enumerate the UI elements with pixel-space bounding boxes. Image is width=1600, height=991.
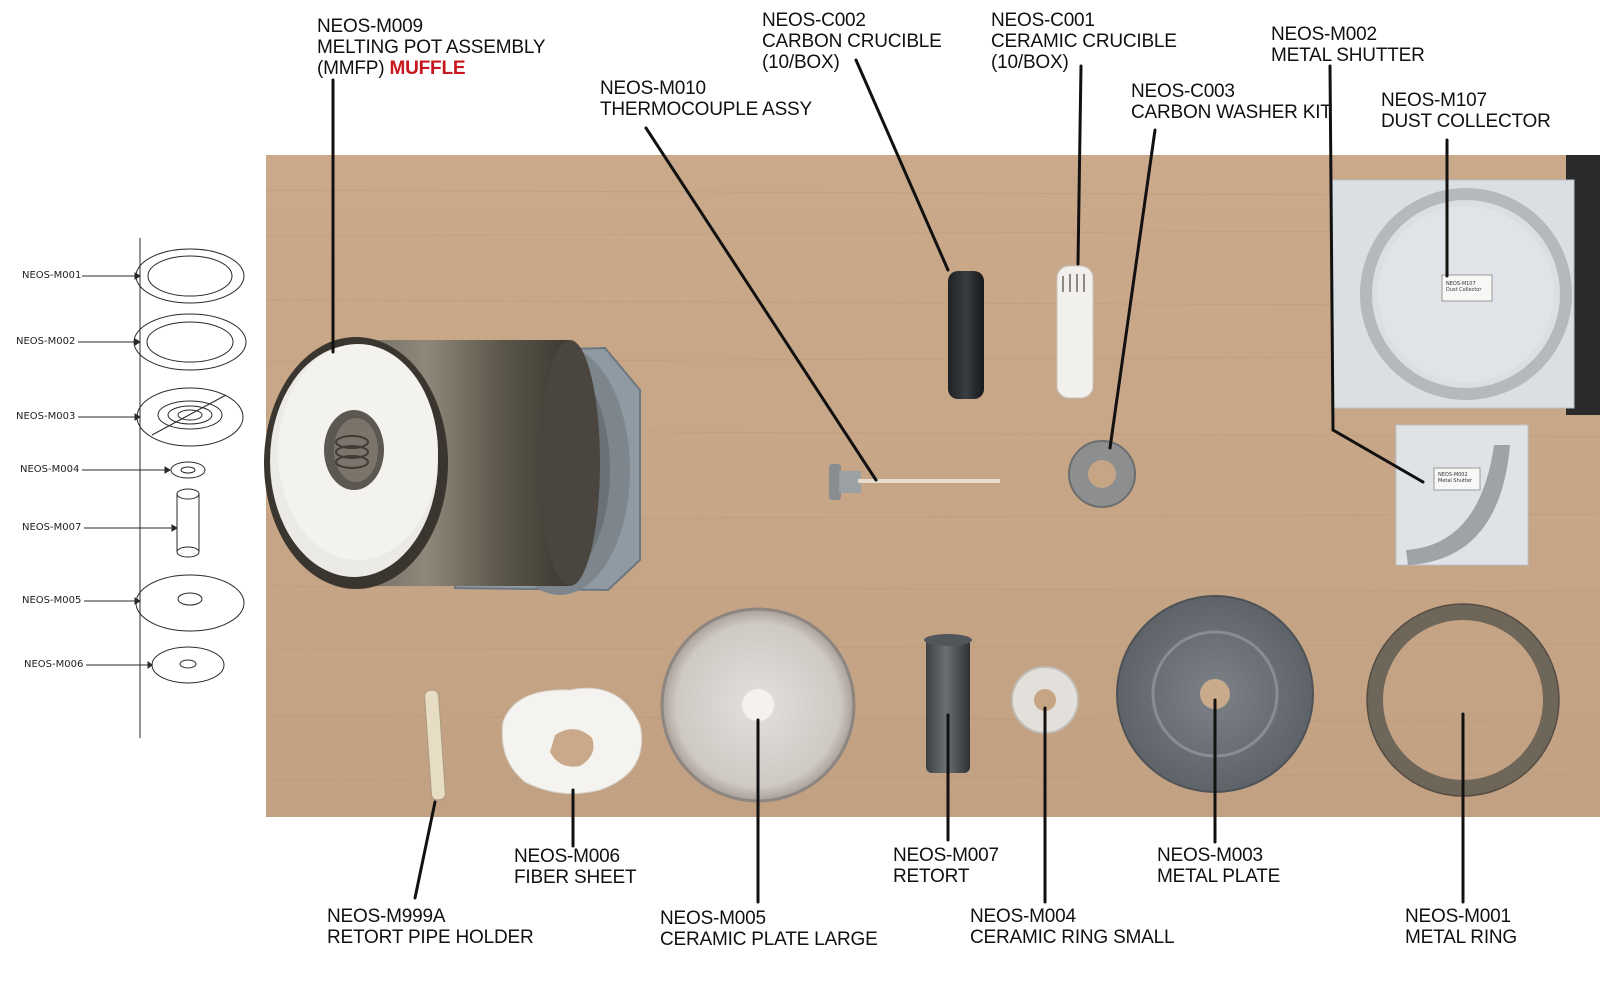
- ceramic-ring-small-photo: [1011, 666, 1079, 734]
- part-name: METAL RING: [1405, 927, 1518, 948]
- part-qty: (10/BOX): [762, 52, 840, 73]
- part-name: RETORT PIPE HOLDER: [327, 927, 534, 948]
- part-code: NEOS-C003: [1131, 81, 1235, 102]
- part-code: NEOS-M007: [893, 845, 999, 866]
- exploded-schematic: [133, 238, 247, 738]
- label-neos-m107: NEOS-M107 DUST COLLECTOR: [1381, 90, 1551, 132]
- part-name: THERMOCOUPLE ASSY: [600, 99, 812, 120]
- label-neos-m002: NEOS-M002 METAL SHUTTER: [1271, 24, 1425, 66]
- label-neos-m006: NEOS-M006 FIBER SHEET: [514, 846, 637, 888]
- dust-collector-photo: [1331, 179, 1575, 409]
- schematic-label: NEOS-M003: [16, 411, 76, 422]
- label-neos-m003: NEOS-M003 METAL PLATE: [1157, 845, 1280, 887]
- part-name: METAL SHUTTER: [1271, 45, 1425, 66]
- part-code: NEOS-M006: [514, 846, 620, 867]
- part-code: NEOS-M002: [1271, 24, 1377, 45]
- label-neos-c003: NEOS-C003 CARBON WASHER KIT: [1131, 81, 1332, 123]
- carbon-washer-photo: [1068, 440, 1136, 508]
- part-code: NEOS-M003: [1157, 845, 1263, 866]
- label-neos-m004: NEOS-M004 CERAMIC RING SMALL: [970, 906, 1175, 948]
- label-neos-c001: NEOS-C001 CERAMIC CRUCIBLE (10/BOX): [991, 10, 1177, 73]
- carbon-crucible-photo: [948, 271, 984, 399]
- part-code: NEOS-M004: [970, 906, 1076, 927]
- part-name: MELTING POT ASSEMBLY: [317, 37, 546, 58]
- callout-leader-lines: [331, 58, 1465, 904]
- thermocouple-photo: [829, 464, 1000, 500]
- part-code: NEOS-M001: [1405, 906, 1511, 927]
- retort-tube-photo: [924, 634, 972, 773]
- schematic-label: NEOS-M001: [22, 270, 82, 281]
- schematic-label: NEOS-M007: [22, 522, 82, 533]
- part-name: DUST COLLECTOR: [1381, 111, 1551, 132]
- fiber-sheet-photo: [501, 687, 643, 795]
- part-name: CARBON WASHER KIT: [1131, 102, 1332, 123]
- highlight-text: MUFFLE: [389, 58, 466, 79]
- part-name: RETORT: [893, 866, 970, 887]
- melting-pot-assembly-photo: [264, 337, 641, 595]
- schematic-label: NEOS-M005: [22, 595, 82, 606]
- part-code: NEOS-M005: [660, 908, 766, 929]
- part-code: NEOS-C001: [991, 10, 1095, 31]
- bag-tag-name: Dust Collector: [1446, 287, 1482, 293]
- part-name: METAL PLATE: [1157, 866, 1281, 887]
- schematic-label: NEOS-M004: [20, 464, 80, 475]
- part-code: NEOS-M999A: [327, 906, 446, 927]
- part-qty: (10/BOX): [991, 52, 1069, 73]
- schematic-label: NEOS-M006: [24, 659, 84, 670]
- label-neos-m007: NEOS-M007 RETORT: [893, 845, 999, 887]
- part-prefix: (MMFP): [317, 58, 385, 79]
- retort-pipe-holder-photo: [424, 689, 446, 801]
- bag-tag-code: NEOS-M002: [1438, 472, 1468, 478]
- part-code: NEOS-M009: [317, 16, 423, 37]
- label-neos-m005: NEOS-M005 CERAMIC PLATE LARGE: [660, 908, 878, 950]
- bag-tag-name: Metal Shutter: [1438, 478, 1472, 484]
- bag-tag-dust-collector: NEOS-M107 Dust Collector: [1446, 281, 1481, 293]
- label-neos-m010: NEOS-M010 THERMOCOUPLE ASSY: [600, 78, 812, 120]
- part-name-line2: (MMFP) MUFFLE: [317, 58, 545, 79]
- label-neos-m001: NEOS-M001 METAL RING: [1405, 906, 1517, 948]
- ceramic-crucible-photo: [1056, 265, 1094, 399]
- schematic-label: NEOS-M002: [16, 336, 76, 347]
- label-neos-m009: NEOS-M009 MELTING POT ASSEMBLY (MMFP) MU…: [317, 16, 545, 79]
- ceramic-plate-large-photo: [660, 607, 856, 803]
- metal-shutter-photo: [1395, 424, 1529, 566]
- bag-tag-metal-shutter: NEOS-M002 Metal Shutter: [1438, 472, 1472, 484]
- part-code: NEOS-C002: [762, 10, 866, 31]
- bag-tag-code: NEOS-M107: [1446, 281, 1476, 287]
- part-name: FIBER SHEET: [514, 867, 637, 888]
- part-name: CARBON CRUCIBLE: [762, 31, 942, 52]
- label-neos-c002: NEOS-C002 CARBON CRUCIBLE (10/BOX): [762, 10, 942, 73]
- schematic-leader-lines: [78, 272, 178, 669]
- part-name: CERAMIC PLATE LARGE: [660, 929, 878, 950]
- part-name: CERAMIC CRUCIBLE: [991, 31, 1177, 52]
- label-neos-m999a: NEOS-M999A RETORT PIPE HOLDER: [327, 906, 534, 948]
- part-code: NEOS-M107: [1381, 90, 1487, 111]
- part-code: NEOS-M010: [600, 78, 706, 99]
- part-name: CERAMIC RING SMALL: [970, 927, 1175, 948]
